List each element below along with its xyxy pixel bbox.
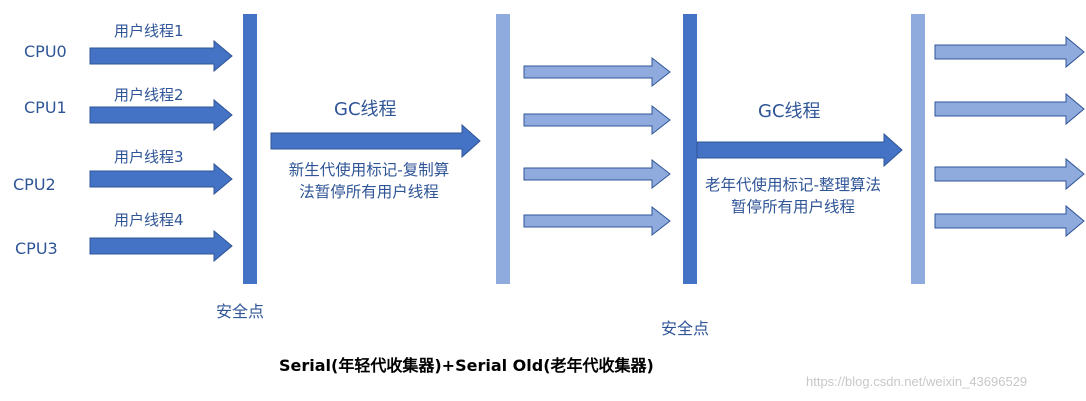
diagram-caption: Serial(年轻代收集器)+Serial Old(老年代收集器) [279,356,654,375]
safepoint-bar-2 [683,14,697,284]
cpu-label-1: CPU1 [24,98,67,117]
cpu-label-3: CPU3 [15,239,58,258]
resumed-thread-arrow-1 [523,56,671,88]
cpu-label-0: CPU0 [24,42,67,61]
old-gc-thread-label: GC线程 [758,101,821,122]
cpu-label-2: CPU2 [13,175,56,194]
final-thread-arrow-2 [934,92,1085,126]
old-gc-description: 老年代使用标记-整理算法暂停所有用户线程 [704,176,882,216]
user-thread-arrow-4 [89,229,233,263]
safepoint-bar-1 [243,14,257,284]
gc-end-bar-2 [911,14,925,284]
user-thread-label-2: 用户线程2 [114,86,184,104]
safepoint-label-2: 安全点 [661,319,710,338]
resumed-thread-arrow-3 [523,158,671,190]
user-thread-arrow-2 [89,98,233,132]
old-gc-arrow [696,132,903,168]
user-thread-label-1: 用户线程1 [114,22,184,40]
final-thread-arrow-4 [934,204,1085,238]
young-gc-thread-label: GC线程 [334,99,397,120]
young-gc-arrow [270,123,481,159]
final-thread-arrow-1 [934,35,1085,69]
user-thread-arrow-3 [89,162,233,196]
resumed-thread-arrow-2 [523,104,671,136]
young-gc-description: 新生代使用标记-复制算法暂停所有用户线程 [288,161,450,201]
user-thread-arrow-1 [89,39,233,73]
resumed-thread-arrow-4 [523,205,671,237]
watermark: https://blog.csdn.net/weixin_43696529 [806,374,1028,389]
final-thread-arrow-3 [934,157,1085,191]
safepoint-label-1: 安全点 [216,302,265,321]
user-thread-label-3: 用户线程3 [114,148,184,166]
user-thread-label-4: 用户线程4 [114,211,184,229]
gc-end-bar-1 [496,14,510,284]
